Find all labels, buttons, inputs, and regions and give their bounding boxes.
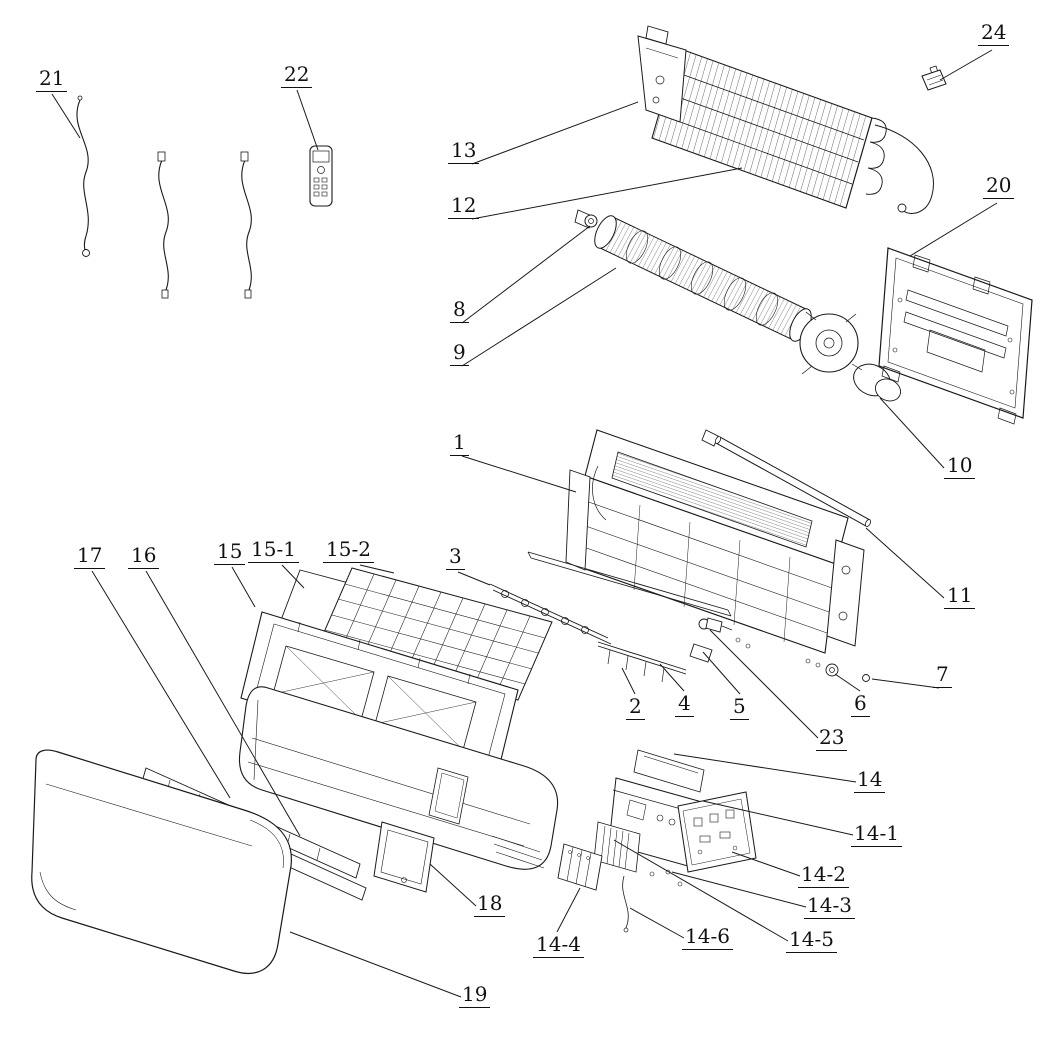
callout-14: 14 bbox=[854, 769, 886, 793]
callout-8: 8 bbox=[450, 299, 469, 323]
callout-22: 22 bbox=[281, 64, 313, 88]
callout-24: 24 bbox=[978, 22, 1010, 46]
callout-20: 20 bbox=[983, 175, 1015, 199]
electrical-box-drawing bbox=[557, 749, 757, 933]
callout-2: 2 bbox=[626, 696, 645, 720]
pcb-drawing bbox=[677, 791, 757, 873]
callout-15-1: 15-1 bbox=[248, 539, 299, 563]
callout-14-3: 14-3 bbox=[804, 895, 855, 919]
mounting-plate-drawing bbox=[878, 247, 1033, 425]
callout-17: 17 bbox=[74, 545, 106, 569]
callout-18: 18 bbox=[474, 893, 506, 917]
remote-control-drawing bbox=[309, 145, 333, 207]
callout-13: 13 bbox=[448, 140, 480, 164]
callout-14-2: 14-2 bbox=[798, 864, 849, 888]
stepper-motor-drawing bbox=[698, 617, 751, 649]
callout-14-6: 14-6 bbox=[682, 926, 733, 950]
callout-6: 6 bbox=[851, 693, 870, 717]
callout-1: 1 bbox=[450, 432, 469, 456]
terminal-block-drawing bbox=[557, 843, 603, 891]
front-housing-drawing bbox=[238, 686, 559, 870]
callout-19: 19 bbox=[459, 984, 491, 1008]
fan-motor-drawing bbox=[799, 311, 902, 402]
callout-15-2: 15-2 bbox=[323, 539, 374, 563]
mounting-bracket-13-drawing bbox=[637, 25, 687, 123]
callout-9: 9 bbox=[450, 342, 469, 366]
callout-14-1: 14-1 bbox=[851, 823, 902, 847]
crossflow-fan-drawing bbox=[574, 209, 812, 342]
heatsink-drawing bbox=[593, 821, 641, 873]
callout-21: 21 bbox=[36, 68, 68, 92]
service-door-drawing bbox=[373, 821, 435, 893]
callout-7: 7 bbox=[933, 664, 952, 688]
heat-exchanger-drawing bbox=[637, 25, 934, 214]
callout-15: 15 bbox=[214, 541, 246, 565]
callout-3: 3 bbox=[446, 546, 465, 570]
callout-23: 23 bbox=[816, 727, 848, 751]
callout-16: 16 bbox=[128, 545, 160, 569]
callout-10: 10 bbox=[944, 455, 976, 479]
drain-pipe-drawing bbox=[701, 429, 872, 527]
connector-24-drawing bbox=[921, 65, 947, 91]
louver-parts-drawing bbox=[489, 551, 870, 683]
callout-14-5: 14-5 bbox=[786, 929, 837, 953]
air-filter-drawing bbox=[277, 567, 553, 701]
callout-14-4: 14-4 bbox=[533, 934, 584, 958]
thermistor-wire-drawing bbox=[622, 875, 629, 929]
leader-lines bbox=[51, 49, 998, 998]
callout-11: 11 bbox=[944, 585, 976, 609]
callout-4: 4 bbox=[675, 693, 694, 717]
callout-12: 12 bbox=[448, 195, 480, 219]
main-chassis-drawing bbox=[565, 429, 865, 668]
fan-bearing-drawing bbox=[574, 209, 598, 229]
front-panel-drawing bbox=[31, 749, 292, 975]
sensor-wires-drawing bbox=[76, 95, 252, 299]
callout-5: 5 bbox=[730, 696, 749, 720]
